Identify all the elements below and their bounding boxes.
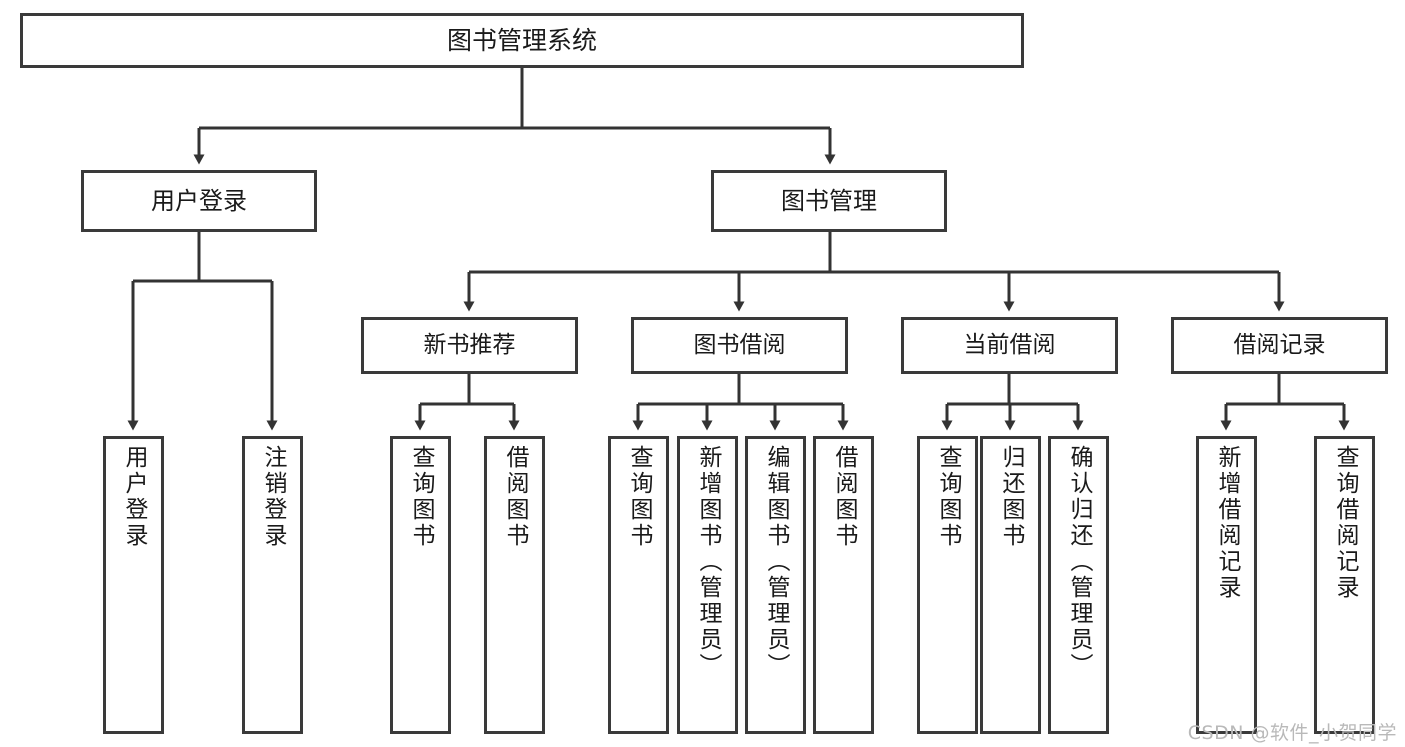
node-new-book-recommend[interactable]: 新书推荐 (361, 317, 578, 374)
node-label: 查询借阅记录 (1332, 445, 1358, 601)
node-label: 注销登录 (260, 445, 286, 549)
leaf-return-book[interactable]: 归还图书 (980, 436, 1041, 734)
node-borrow-record[interactable]: 借阅记录 (1171, 317, 1388, 374)
node-label: 借阅图书 (502, 445, 528, 549)
node-label: 图书管理系统 (446, 25, 597, 55)
leaf-query-book-newbook[interactable]: 查询图书 (390, 436, 451, 734)
leaf-query-book-current[interactable]: 查询图书 (917, 436, 978, 734)
node-label: 图书管理 (781, 186, 877, 215)
node-label: 编辑图书（管理员） (763, 445, 789, 679)
node-label: 用户登录 (121, 445, 147, 549)
node-label: 查询图书 (408, 445, 434, 549)
node-current-borrow[interactable]: 当前借阅 (901, 317, 1118, 374)
node-label: 确认归还（管理员） (1066, 445, 1092, 679)
node-label: 借阅记录 (1233, 331, 1326, 358)
node-label: 图书借阅 (693, 331, 786, 358)
leaf-user-login[interactable]: 用户登录 (103, 436, 164, 734)
node-book-management[interactable]: 图书管理 (711, 170, 947, 232)
node-label: 当前借阅 (963, 331, 1056, 358)
leaf-query-borrow-record[interactable]: 查询借阅记录 (1314, 436, 1375, 734)
leaf-logout[interactable]: 注销登录 (242, 436, 303, 734)
node-book-borrow[interactable]: 图书借阅 (631, 317, 848, 374)
node-label: 归还图书 (998, 445, 1024, 549)
leaf-borrow-book-newbook[interactable]: 借阅图书 (484, 436, 545, 734)
node-label: 新增借阅记录 (1214, 445, 1240, 601)
node-label: 查询图书 (626, 445, 652, 549)
leaf-edit-book-admin[interactable]: 编辑图书（管理员） (745, 436, 806, 734)
node-user-login[interactable]: 用户登录 (81, 170, 317, 232)
node-label: 新书推荐 (423, 331, 516, 358)
node-label: 借阅图书 (831, 445, 857, 549)
leaf-borrow-book-borrow[interactable]: 借阅图书 (813, 436, 874, 734)
leaf-add-borrow-record[interactable]: 新增借阅记录 (1196, 436, 1257, 734)
node-label: 用户登录 (151, 186, 247, 215)
leaf-query-book-borrow[interactable]: 查询图书 (608, 436, 669, 734)
leaf-confirm-return-admin[interactable]: 确认归还（管理员） (1048, 436, 1109, 734)
node-label: 查询图书 (935, 445, 961, 549)
node-book-management-system[interactable]: 图书管理系统 (20, 13, 1024, 68)
leaf-add-book-admin[interactable]: 新增图书（管理员） (677, 436, 738, 734)
node-label: 新增图书（管理员） (695, 445, 721, 679)
